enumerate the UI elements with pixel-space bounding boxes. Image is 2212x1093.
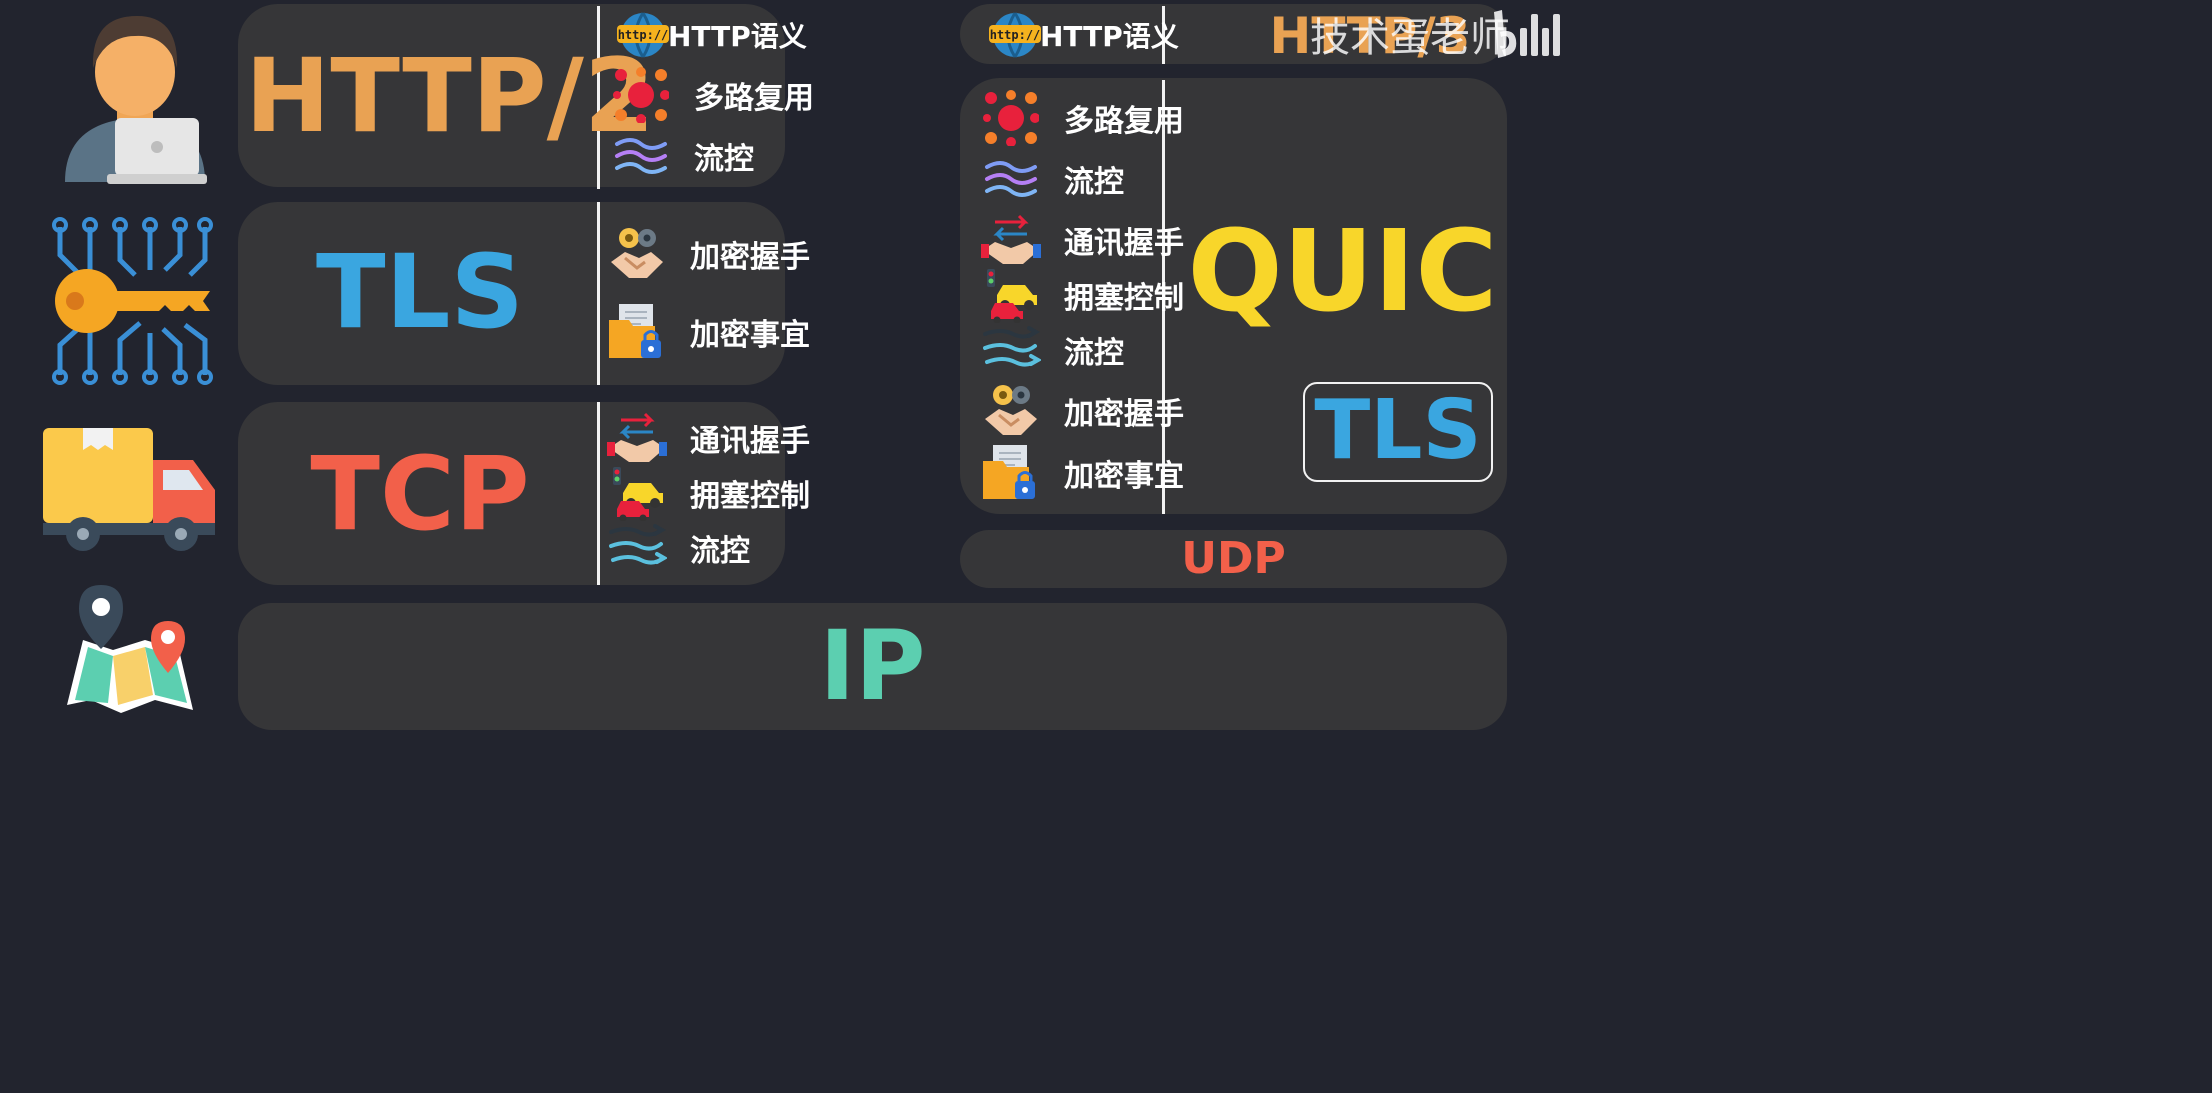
handshake-gears-icon — [976, 376, 1046, 446]
wind-flow-icon — [976, 315, 1046, 385]
flow-waves-icon — [606, 121, 676, 191]
quic-item-label: 流控 — [1064, 336, 1124, 371]
http2-item-semantics: http:// HTTP语义 — [608, 0, 807, 70]
http3-item-semantics: http:// HTTP语义 — [980, 0, 1179, 70]
tcp-item-label: 流控 — [690, 534, 750, 569]
handshake-arrows-icon — [602, 403, 672, 473]
tls-panel — [238, 202, 785, 385]
locked-folder-icon — [602, 297, 672, 367]
quic-item-label: 拥塞控制 — [1064, 281, 1184, 316]
tcp-item-flow: 流控 — [602, 513, 750, 583]
bilibili-logo-icon — [1492, 6, 1568, 62]
tcp-title: TCP — [310, 435, 530, 554]
http-globe-icon: http:// — [980, 0, 1050, 70]
ip-panel — [238, 603, 1507, 730]
tls-item-label: 加密握手 — [690, 240, 810, 275]
http2-item-multiplex: 多路复用 — [606, 60, 814, 130]
quic-item-label: 通讯握手 — [1064, 226, 1184, 261]
quic-item-multiplex: 多路复用 — [976, 83, 1184, 153]
http2-divider — [597, 6, 600, 189]
http2-panel — [238, 4, 785, 187]
udp-panel — [960, 530, 1507, 588]
http-globe-icon: http:// — [608, 0, 678, 70]
http2-item-label: 多路复用 — [694, 81, 814, 116]
flow-waves-icon — [976, 144, 1046, 214]
tcp-item-label: 拥塞控制 — [690, 479, 810, 514]
quic-tls-badge — [1303, 382, 1493, 482]
http2-title: HTTP/2 — [245, 37, 655, 156]
watermark-text: 技术蛋老师 — [1310, 15, 1510, 61]
tcp-divider — [597, 402, 600, 585]
traffic-cars-icon — [976, 260, 1046, 330]
tcp-panel — [238, 402, 785, 585]
http3-item-label: HTTP语义 — [1040, 20, 1179, 53]
tls-item-label: 加密事宜 — [690, 318, 810, 353]
traffic-cars-icon — [602, 458, 672, 528]
quic-item-encryption: 加密事宜 — [976, 438, 1184, 508]
tls-item-encryption: 加密事宜 — [602, 297, 810, 367]
http3-title: HTTP/3 — [1269, 7, 1471, 65]
quic-item-congestion: 拥塞控制 — [976, 260, 1184, 330]
multiplex-dots-icon — [606, 60, 676, 130]
quic-divider — [1162, 80, 1165, 514]
tls-title: TLS — [315, 233, 525, 352]
tcp-item-congestion: 拥塞控制 — [602, 458, 810, 528]
quic-item-label: 加密握手 — [1064, 397, 1184, 432]
http2-item-label: HTTP语义 — [668, 20, 807, 53]
quic-panel — [960, 78, 1507, 514]
quic-title: QUIC — [1187, 207, 1498, 337]
quic-item-label: 流控 — [1064, 165, 1124, 200]
delivery-truck-icon — [43, 428, 218, 558]
quic-item-flow: 流控 — [976, 144, 1124, 214]
http2-item-label: 流控 — [694, 142, 754, 177]
udp-title: UDP — [1181, 533, 1286, 584]
user-laptop-icon — [55, 10, 215, 185]
multiplex-dots-icon — [976, 83, 1046, 153]
http3-divider — [1162, 6, 1165, 64]
svg-text:http://: http:// — [990, 28, 1041, 42]
map-pins-icon — [63, 585, 198, 725]
tls-item-handshake: 加密握手 — [602, 219, 810, 289]
quic-item-label: 加密事宜 — [1064, 459, 1184, 494]
quic-item-comm-handshake: 通讯握手 — [976, 205, 1184, 275]
handshake-arrows-icon — [976, 205, 1046, 275]
handshake-gears-icon — [602, 219, 672, 289]
svg-text:http://: http:// — [618, 28, 669, 42]
quic-item-label: 多路复用 — [1064, 104, 1184, 139]
tcp-item-handshake: 通讯握手 — [602, 403, 810, 473]
quic-tls-badge-text: TLS — [1314, 383, 1482, 478]
quic-item-crypto-handshake: 加密握手 — [976, 376, 1184, 446]
tls-divider — [597, 202, 600, 385]
tcp-item-label: 通讯握手 — [690, 424, 810, 459]
quic-item-wind-flow: 流控 — [976, 315, 1124, 385]
http3-panel — [960, 4, 1507, 64]
locked-folder-icon — [976, 438, 1046, 508]
wind-flow-icon — [602, 513, 672, 583]
http2-item-flow: 流控 — [606, 121, 754, 191]
circuit-key-icon — [45, 215, 215, 385]
ip-title: IP — [819, 610, 926, 722]
